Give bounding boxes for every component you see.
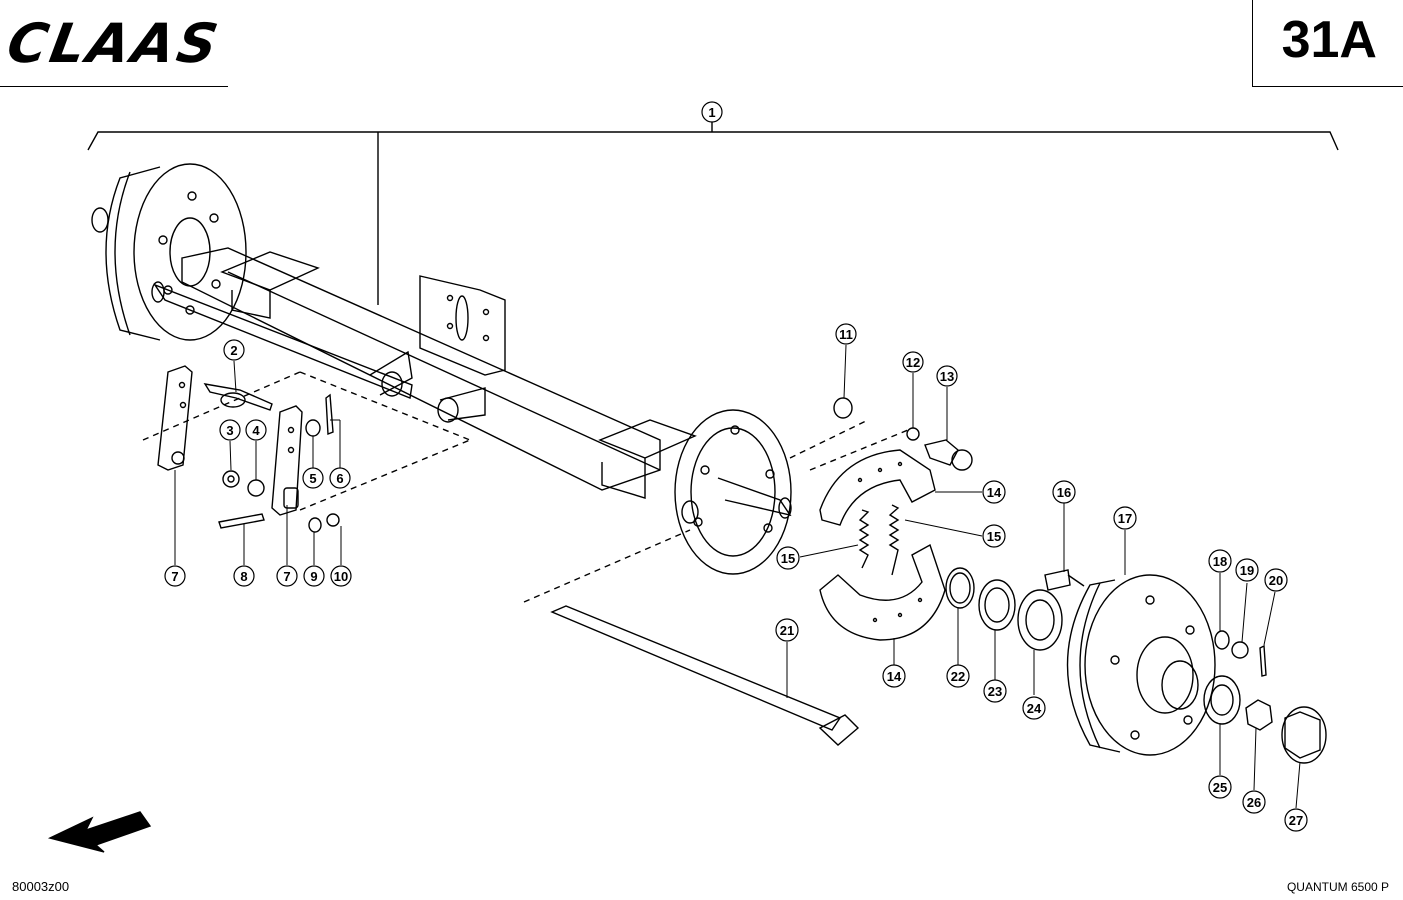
svg-text:14: 14 [987, 485, 1002, 500]
header-rule-left [0, 86, 228, 87]
callout-19: 19 [1235, 558, 1259, 582]
svg-text:23: 23 [988, 684, 1002, 699]
svg-text:15: 15 [987, 529, 1001, 544]
callout-5: 5 [302, 467, 324, 489]
svg-text:6: 6 [336, 471, 343, 486]
brake-shaft-21 [550, 605, 860, 746]
callout-9: 9 [303, 565, 325, 587]
left-brake-drum [91, 163, 247, 341]
svg-text:17: 17 [1118, 511, 1132, 526]
callouts: 1 2 3 4 5 6 7 8 7 9 10 11 12 13 14 15 15… [164, 101, 1308, 832]
callout-2: 2 [223, 339, 245, 361]
svg-text:21: 21 [780, 623, 794, 638]
svg-text:22: 22 [951, 669, 965, 684]
callout-26: 26 [1242, 790, 1266, 814]
svg-text:13: 13 [940, 369, 954, 384]
callout-15b: 15 [776, 546, 800, 570]
svg-text:4: 4 [252, 423, 260, 438]
callout-7a: 7 [164, 565, 186, 587]
direction-arrow-icon [47, 811, 152, 853]
svg-text:7: 7 [283, 569, 290, 584]
callout-17: 17 [1113, 506, 1137, 530]
brake-springs [858, 504, 900, 576]
lever-bolt-2 [203, 383, 273, 411]
svg-text:2: 2 [230, 343, 237, 358]
callout-13: 13 [936, 365, 958, 387]
brake-anchor-plate [674, 409, 792, 575]
brake-camshaft [151, 281, 486, 423]
svg-text:8: 8 [240, 569, 247, 584]
callout-18: 18 [1208, 549, 1232, 573]
svg-text:25: 25 [1213, 780, 1227, 795]
brake-shoe-upper [819, 449, 936, 526]
page-number: 31A [1281, 11, 1377, 69]
svg-text:3: 3 [226, 423, 233, 438]
axle-beam [181, 247, 697, 499]
callout-15a: 15 [982, 524, 1006, 548]
callout-10: 10 [330, 565, 352, 587]
header-rule-right [1252, 86, 1403, 87]
bearings-and-seals [945, 567, 1327, 764]
assembly-bracket [87, 122, 1339, 305]
svg-text:15: 15 [781, 551, 795, 566]
callout-23: 23 [983, 679, 1007, 703]
model-name: QUANTUM 6500 P [1286, 880, 1389, 894]
svg-text:7: 7 [171, 569, 178, 584]
callout-14b: 14 [882, 664, 906, 688]
callout-8: 8 [233, 565, 255, 587]
svg-text:19: 19 [1240, 563, 1254, 578]
callout-22: 22 [946, 664, 970, 688]
callout-24: 24 [1022, 696, 1046, 720]
callout-3: 3 [219, 419, 241, 441]
alignment-dashes [142, 371, 909, 603]
callout-11: 11 [835, 323, 857, 345]
leader-lines [174, 344, 1301, 809]
callout-6: 6 [329, 467, 351, 489]
callout-27: 27 [1284, 808, 1308, 832]
callout-25: 25 [1208, 775, 1232, 799]
brake-shoe-lower [819, 543, 946, 641]
callout-12: 12 [902, 351, 924, 373]
drawing-code: 80003z00 [12, 879, 70, 894]
callout-4: 4 [245, 419, 267, 441]
svg-text:20: 20 [1269, 573, 1283, 588]
svg-text:5: 5 [309, 471, 316, 486]
callout-21: 21 [775, 618, 799, 642]
svg-text:24: 24 [1027, 701, 1042, 716]
brake-lever-right [271, 405, 303, 516]
svg-text:16: 16 [1057, 485, 1071, 500]
svg-text:27: 27 [1289, 813, 1303, 828]
callout-14a: 14 [982, 480, 1006, 504]
header-divider-vertical [1252, 0, 1253, 86]
svg-text:11: 11 [839, 327, 853, 342]
small-hardware [218, 393, 1267, 677]
svg-text:14: 14 [887, 669, 902, 684]
svg-text:12: 12 [906, 355, 920, 370]
svg-text:9: 9 [310, 569, 317, 584]
brake-lever-left [157, 365, 193, 471]
callout-20: 20 [1264, 568, 1288, 592]
svg-text:26: 26 [1247, 795, 1261, 810]
svg-text:10: 10 [334, 569, 348, 584]
callout-16: 16 [1052, 480, 1076, 504]
right-brake-drum [1066, 574, 1216, 756]
callout-1: 1 [701, 101, 723, 123]
svg-text:18: 18 [1213, 554, 1227, 569]
svg-text:1: 1 [708, 105, 715, 120]
callout-7b: 7 [276, 565, 298, 587]
